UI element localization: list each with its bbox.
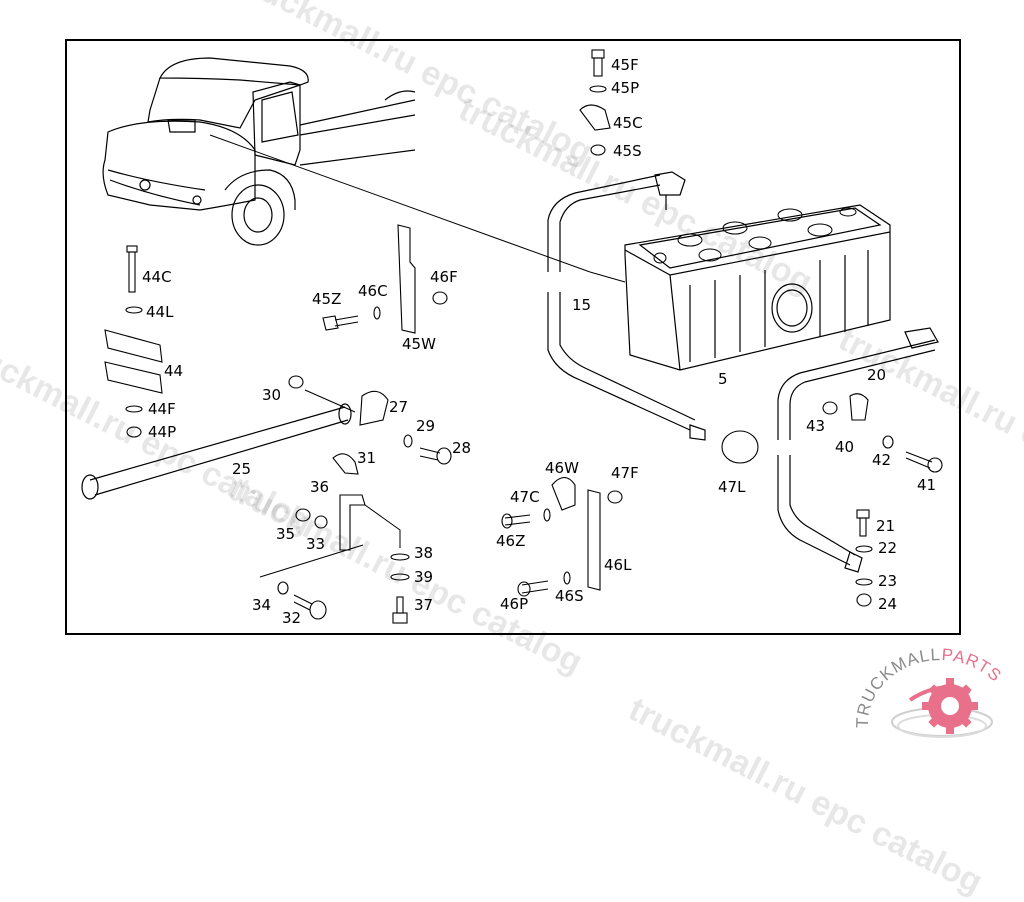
callout-44L: 44L (146, 303, 174, 321)
callout-44: 44 (164, 362, 183, 380)
callout-31: 31 (357, 449, 376, 467)
callout-46F: 46F (430, 268, 458, 286)
tube-25 (81, 389, 356, 500)
truck-illustration (102, 57, 591, 273)
callout-39: 39 (414, 568, 433, 586)
callout-40: 40 (835, 438, 854, 456)
callout-24: 24 (878, 595, 897, 613)
callout-46L: 46L (604, 556, 632, 574)
callout-41: 41 (917, 476, 936, 494)
callout-46Z: 46Z (496, 532, 525, 550)
diagram-frame (65, 39, 961, 635)
callout-44C: 44C (142, 268, 172, 286)
callout-29: 29 (416, 417, 435, 435)
callout-45P: 45P (611, 79, 639, 97)
callout-43: 43 (806, 417, 825, 435)
callout-45Z: 45Z (312, 290, 341, 308)
battery-cable-15 (547, 171, 706, 441)
callout-46C: 46C (358, 282, 388, 300)
callout-25: 25 (232, 460, 251, 478)
battery-illustration (624, 204, 891, 371)
callout-44F: 44F (148, 400, 176, 418)
callout-21: 21 (876, 517, 895, 535)
callout-20: 20 (867, 366, 886, 384)
hardware-parts (104, 49, 943, 624)
callout-35: 35 (276, 525, 295, 543)
callout-36: 36 (310, 478, 329, 496)
gear-icon: TRUCKMALLPARTS (853, 645, 1004, 738)
callout-34: 34 (252, 596, 271, 614)
callout-45W: 45W (402, 335, 436, 353)
callout-37: 37 (414, 596, 433, 614)
callout-labels: 45F 45P 45C 45S 44C 44L 44 44F 44P 45Z 4… (142, 56, 936, 627)
callout-45C: 45C (613, 114, 643, 132)
callout-23: 23 (878, 572, 897, 590)
callout-28: 28 (452, 439, 471, 457)
callout-47L: 47L (718, 478, 746, 496)
callout-44P: 44P (148, 423, 176, 441)
diagram-drawing: 45F 45P 45C 45S 44C 44L 44 44F 44P 45Z 4… (81, 49, 943, 627)
callout-30: 30 (262, 386, 281, 404)
callout-45F: 45F (611, 56, 639, 74)
callout-22: 22 (878, 539, 897, 557)
callout-47F: 47F (611, 464, 639, 482)
truckmall-parts-logo: TRUCKMALLPARTS (850, 640, 1024, 750)
callout-32: 32 (282, 609, 301, 627)
callout-47C: 47C (510, 488, 540, 506)
callout-33: 33 (306, 535, 325, 553)
callout-46P: 46P (500, 595, 528, 613)
battery-cable-20 (777, 327, 939, 573)
callout-46W: 46W (545, 459, 579, 477)
callout-42: 42 (872, 451, 891, 469)
callout-46S: 46S (555, 587, 584, 605)
callout-45S: 45S (613, 142, 642, 160)
callout-27: 27 (389, 398, 408, 416)
callout-15: 15 (572, 296, 591, 314)
callout-38: 38 (414, 544, 433, 562)
callout-5: 5 (718, 370, 728, 388)
